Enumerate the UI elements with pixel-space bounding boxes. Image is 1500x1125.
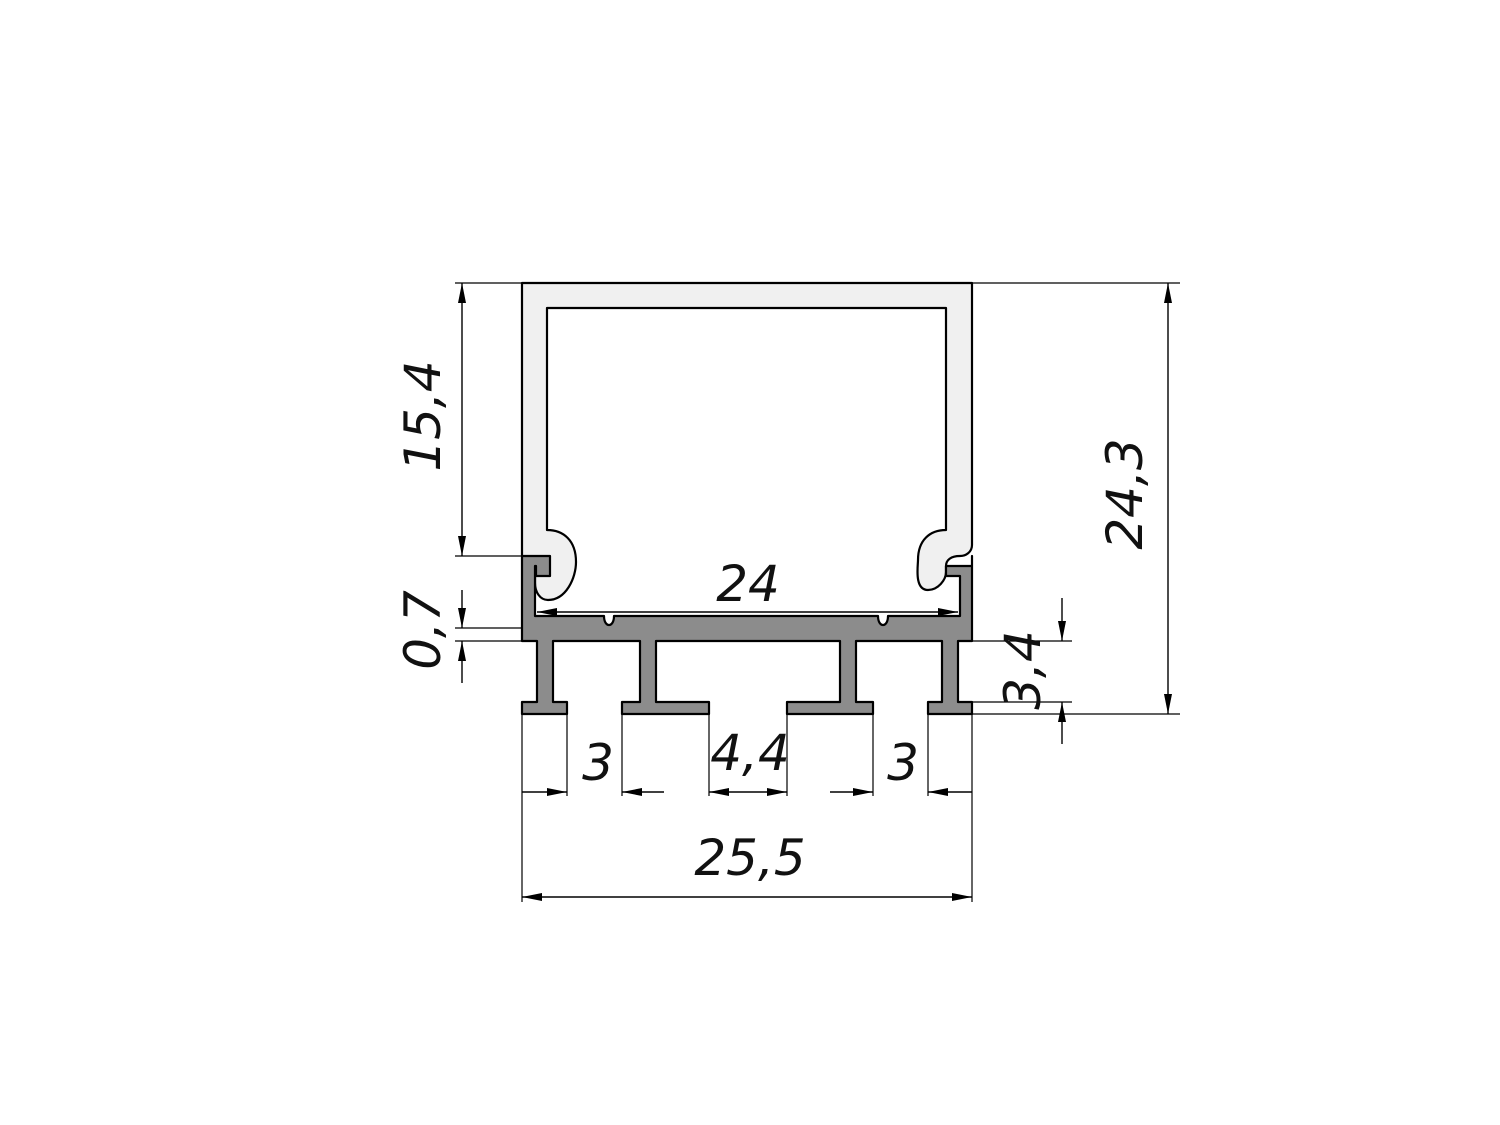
dim-label-fin-height: 3,4 bbox=[994, 630, 1052, 710]
base-profile-shape bbox=[520, 554, 974, 716]
dim-label-total-width: 25,5 bbox=[694, 829, 805, 887]
dim-label-total-height: 24,3 bbox=[1096, 438, 1154, 549]
extension-lines bbox=[455, 282, 1180, 902]
diffuser-shape bbox=[520, 281, 974, 602]
dim-label-diffuser-height: 15,4 bbox=[394, 360, 452, 471]
dim-label-right-slot: 3 bbox=[887, 734, 919, 792]
dim-label-center-gap: 4,4 bbox=[710, 724, 790, 782]
dim-label-left-slot: 3 bbox=[582, 734, 614, 792]
dim-label-inner-width: 24 bbox=[716, 555, 780, 613]
dim-label-base-thickness: 0,7 bbox=[394, 590, 452, 670]
